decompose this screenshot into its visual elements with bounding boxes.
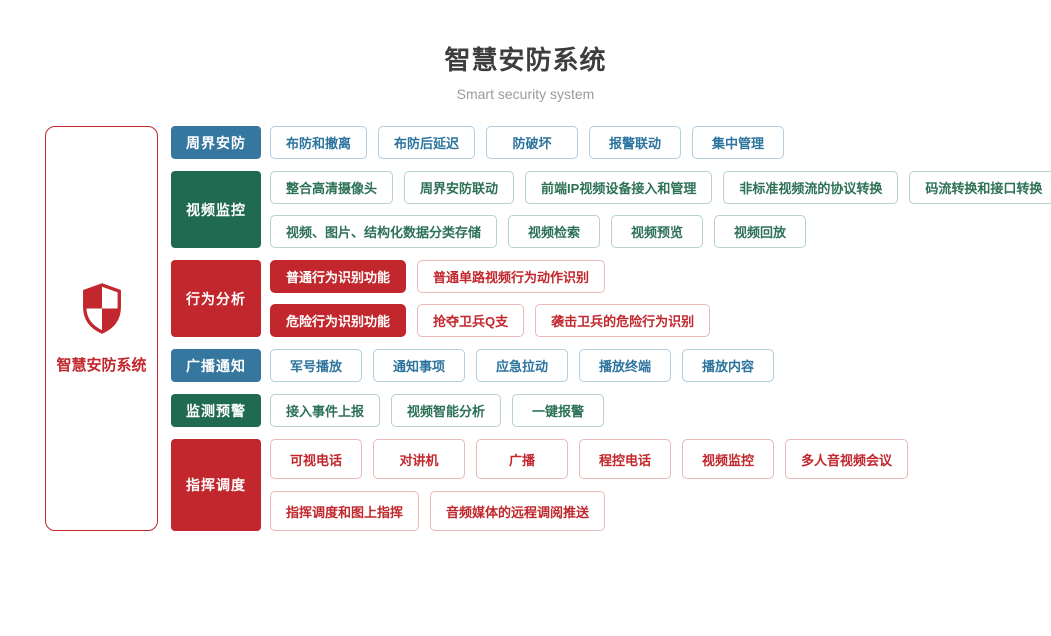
page-title: 智慧安防系统 [444, 45, 607, 75]
feature-line: 整合高清摄像头周界安防联动前端IP视频设备接入和管理非标准视频流的协议转换码流转… [270, 171, 1051, 204]
feature-item: 播放终端 [579, 349, 671, 382]
feature-line: 视频、图片、结构化数据分类存储视频检索视频预览视频回放 [270, 215, 1051, 248]
page-subtitle: Smart security system [456, 86, 595, 102]
feature-item: 指挥调度和图上指挥 [270, 491, 420, 531]
feature-item: 军号播放 [270, 349, 362, 382]
feature-group: 广播通知军号播放通知事项应急拉动播放终端播放内容 [171, 349, 1051, 382]
root-node-label: 智慧安防系统 [56, 357, 147, 374]
header: 智慧安防系统 Smart security system [0, 0, 1051, 102]
feature-item: 普通单路视频行为动作识别 [417, 260, 606, 293]
category-label: 广播通知 [171, 349, 261, 382]
feature-item: 周界安防联动 [404, 171, 515, 204]
feature-item: 视频、图片、结构化数据分类存储 [270, 215, 498, 248]
feature-lines: 军号播放通知事项应急拉动播放终端播放内容 [270, 349, 774, 382]
feature-item: 视频监控 [682, 439, 774, 479]
feature-item: 应急拉动 [476, 349, 568, 382]
feature-lines: 布防和撤离布防后延迟防破坏报警联动集中管理 [270, 126, 785, 159]
feature-item: 视频智能分析 [391, 394, 502, 427]
feature-item: 袭击卫兵的危险行为识别 [535, 304, 711, 337]
feature-lines: 普通行为识别功能普通单路视频行为动作识别危险行为识别功能抢夺卫兵Q支袭击卫兵的危… [270, 260, 711, 337]
feature-item: 布防后延迟 [378, 126, 476, 159]
feature-item: 一键报警 [512, 394, 605, 427]
feature-item: 广播 [476, 439, 568, 479]
feature-item: 多人音视频会议 [785, 439, 909, 479]
category-label: 指挥调度 [171, 439, 261, 531]
feature-item: 音频媒体的远程调阅推送 [430, 491, 606, 531]
feature-lines: 整合高清摄像头周界安防联动前端IP视频设备接入和管理非标准视频流的协议转换码流转… [270, 171, 1051, 248]
feature-line: 指挥调度和图上指挥音频媒体的远程调阅推送 [270, 491, 908, 531]
feature-item: 报警联动 [589, 126, 682, 159]
feature-item: 可视电话 [270, 439, 362, 479]
feature-item: 视频预览 [611, 215, 704, 248]
feature-item: 播放内容 [682, 349, 774, 382]
feature-group: 行为分析普通行为识别功能普通单路视频行为动作识别危险行为识别功能抢夺卫兵Q支袭击… [171, 260, 1051, 337]
category-label: 周界安防 [171, 126, 261, 159]
shield-icon [78, 282, 126, 340]
feature-line: 普通行为识别功能普通单路视频行为动作识别 [270, 260, 710, 293]
feature-item: 前端IP视频设备接入和管理 [525, 171, 713, 204]
feature-item: 码流转换和接口转换 [909, 171, 1051, 204]
feature-item: 防破坏 [486, 126, 579, 159]
feature-group: 指挥调度可视电话对讲机广播程控电话视频监控多人音视频会议指挥调度和图上指挥音频媒… [171, 439, 1051, 531]
feature-groups: 周界安防布防和撤离布防后延迟防破坏报警联动集中管理视频监控整合高清摄像头周界安防… [171, 126, 1051, 531]
feature-line: 可视电话对讲机广播程控电话视频监控多人音视频会议 [270, 439, 909, 479]
feature-item: 非标准视频流的协议转换 [723, 171, 899, 204]
feature-group: 视频监控整合高清摄像头周界安防联动前端IP视频设备接入和管理非标准视频流的协议转… [171, 171, 1051, 248]
feature-line: 布防和撤离布防后延迟防破坏报警联动集中管理 [270, 126, 785, 159]
root-node: 智慧安防系统 [45, 126, 158, 531]
feature-item: 集中管理 [692, 126, 785, 159]
feature-line: 军号播放通知事项应急拉动播放终端播放内容 [270, 349, 774, 382]
feature-item: 对讲机 [373, 439, 465, 479]
feature-item: 接入事件上报 [270, 394, 381, 427]
feature-line: 危险行为识别功能抢夺卫兵Q支袭击卫兵的危险行为识别 [270, 304, 711, 337]
feature-item: 抢夺卫兵Q支 [417, 304, 525, 337]
diagram: 智慧安防系统 周界安防布防和撤离布防后延迟防破坏报警联动集中管理视频监控整合高清… [0, 102, 1051, 531]
feature-item: 布防和撤离 [270, 126, 368, 159]
feature-item: 通知事项 [373, 349, 465, 382]
feature-group: 监测预警接入事件上报视频智能分析一键报警 [171, 394, 1051, 427]
feature-lines: 接入事件上报视频智能分析一键报警 [270, 394, 605, 427]
feature-item: 危险行为识别功能 [270, 304, 407, 337]
feature-line: 接入事件上报视频智能分析一键报警 [270, 394, 605, 427]
feature-lines: 可视电话对讲机广播程控电话视频监控多人音视频会议指挥调度和图上指挥音频媒体的远程… [270, 439, 909, 531]
feature-item: 整合高清摄像头 [270, 171, 394, 204]
category-label: 视频监控 [171, 171, 261, 248]
category-label: 行为分析 [171, 260, 261, 337]
feature-item: 普通行为识别功能 [270, 260, 407, 293]
feature-group: 周界安防布防和撤离布防后延迟防破坏报警联动集中管理 [171, 126, 1051, 159]
category-label: 监测预警 [171, 394, 261, 427]
feature-item: 程控电话 [579, 439, 671, 479]
feature-item: 视频检索 [508, 215, 601, 248]
feature-item: 视频回放 [714, 215, 807, 248]
